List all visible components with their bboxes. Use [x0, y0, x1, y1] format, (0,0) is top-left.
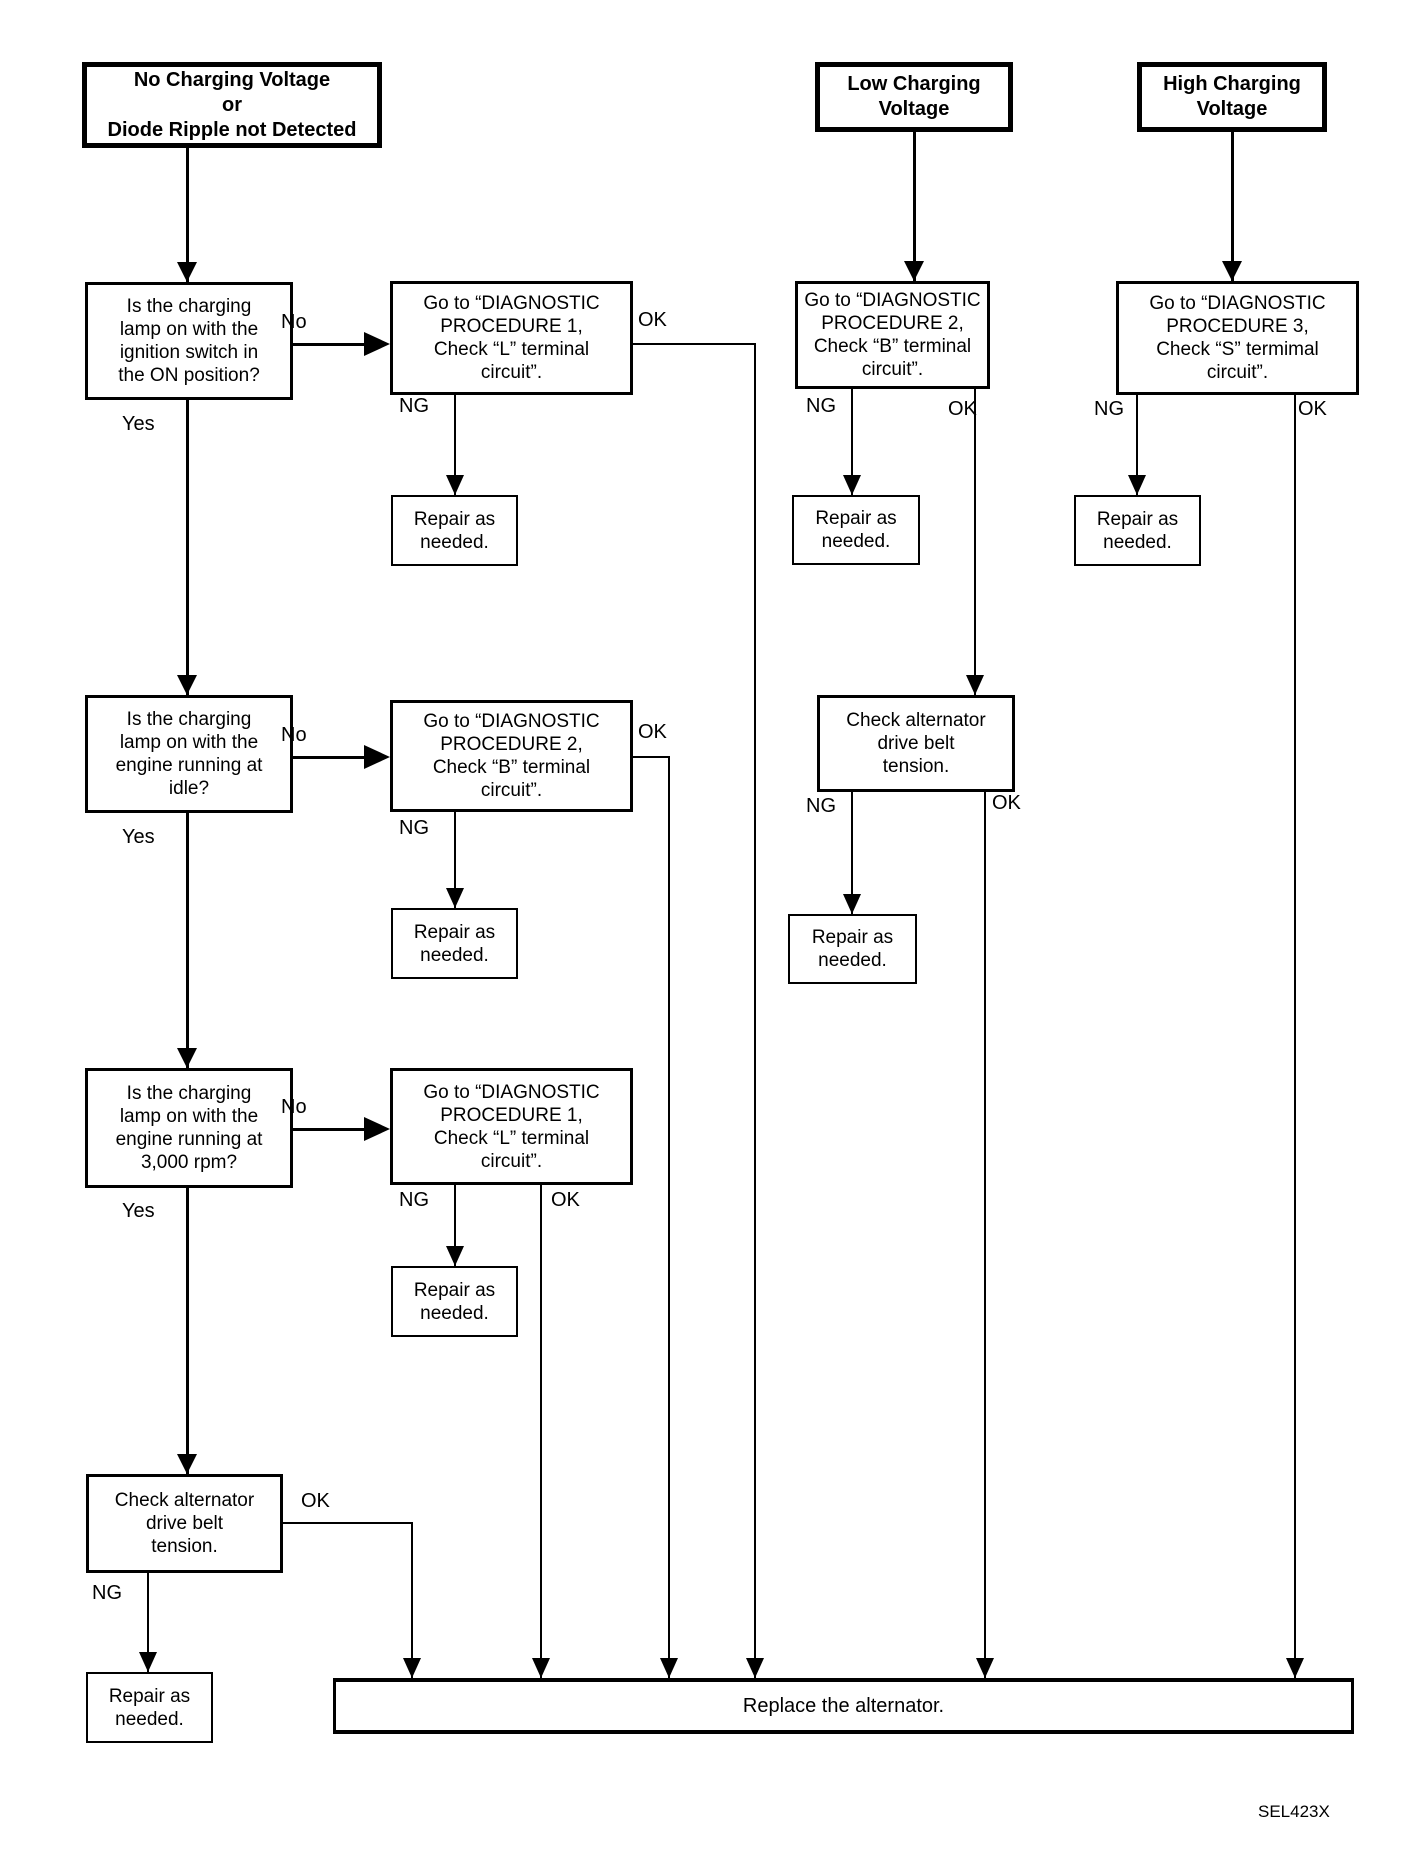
label-ok-proc3: OK [1298, 398, 1327, 420]
arrowhead-into-proc2-mid [904, 261, 924, 281]
repair-as-needed-box-mid-lower: Repair as needed. [788, 914, 917, 984]
repair-as-needed-box-left: Repair as needed. [86, 1672, 213, 1743]
connector-belt-left-ok-v [411, 1522, 413, 1678]
arrowhead-bus-from-belt-left-ok [403, 1658, 421, 1678]
arrowhead-bus-from-row1-ok [746, 1658, 764, 1678]
connector-proc2mid-ng [851, 389, 853, 495]
label-ng-row1: NG [399, 395, 429, 417]
arrowhead-bus-from-belt-mid-ok [976, 1658, 994, 1678]
arrowhead-into-repair-row2 [446, 888, 464, 908]
arrowhead-bus-from-row3-ok [532, 1658, 550, 1678]
label-ng-row2: NG [399, 817, 429, 839]
arrowhead-into-repair-right [1128, 475, 1146, 495]
header-high-charging-voltage: High Charging Voltage [1137, 62, 1327, 132]
question-engine-idle-box: Is the charging lamp on with the engine … [85, 695, 293, 813]
label-ok-row3: OK [551, 1189, 580, 1211]
label-yes-row3: Yes [122, 1200, 155, 1222]
label-ng-proc3: NG [1094, 398, 1124, 420]
arrowhead-into-q2 [177, 675, 197, 695]
connector-proc1r3-ng [454, 1185, 456, 1266]
procedure3-box-high-column: Go to “DIAGNOSTIC PROCEDURE 3, Check “S”… [1116, 281, 1359, 395]
procedure1-box-row1: Go to “DIAGNOSTIC PROCEDURE 1, Check “L”… [390, 281, 633, 395]
connector-belt-mid-ok-v [984, 792, 986, 1678]
procedure1-box-row3: Go to “DIAGNOSTIC PROCEDURE 1, Check “L”… [390, 1068, 633, 1185]
connector-hdr-low-to-proc2 [913, 132, 916, 281]
connector-proc2r2-ok-v [668, 756, 670, 1678]
question-ignition-on-box: Is the charging lamp on with the ignitio… [85, 282, 293, 400]
header-no-charging-voltage: No Charging Voltage or Diode Ripple not … [82, 62, 382, 148]
label-ok-row2: OK [638, 721, 667, 743]
label-ok-belt-left: OK [301, 1490, 330, 1512]
label-yes-row2: Yes [122, 826, 155, 848]
connector-proc3-ng [1136, 395, 1138, 495]
arrowhead-into-proc3 [1222, 261, 1242, 281]
arrowhead-bus-from-row2-ok [660, 1658, 678, 1678]
procedure2-box-row2: Go to “DIAGNOSTIC PROCEDURE 2, Check “B”… [390, 700, 633, 812]
label-ok-proc2-mid: OK [948, 398, 977, 420]
arrowhead-bus-from-proc3-ok [1286, 1658, 1304, 1678]
arrowhead-into-belt-left [177, 1454, 197, 1474]
connector-hdr-high-to-proc3 [1231, 132, 1234, 281]
figure-ref-code: SEL423X [1258, 1802, 1330, 1821]
connector-belt-left-ng [147, 1573, 149, 1672]
check-belt-tension-box-mid: Check alternator drive belt tension. [817, 695, 1015, 792]
connector-q3-yes-to-belt-left [186, 1188, 189, 1474]
label-no-row3: No [281, 1096, 307, 1118]
arrowhead-into-proc1-row3 [364, 1117, 390, 1141]
connector-belt-mid-ng [851, 792, 853, 914]
procedure2-box-low-column: Go to “DIAGNOSTIC PROCEDURE 2, Check “B”… [795, 281, 990, 389]
arrowhead-into-belt-mid [966, 675, 984, 695]
repair-as-needed-box-row1: Repair as needed. [391, 495, 518, 566]
connector-proc2mid-ok [974, 389, 976, 695]
connector-proc3-ok-v [1294, 395, 1296, 1678]
label-ok-row1: OK [638, 309, 667, 331]
label-ok-belt-mid: OK [992, 792, 1021, 814]
connector-q1-yes-to-q2 [186, 400, 189, 695]
label-no-row2: No [281, 724, 307, 746]
connector-q2-no [293, 756, 364, 759]
repair-as-needed-box-mid-upper: Repair as needed. [792, 495, 920, 565]
connector-q3-no [293, 1128, 364, 1131]
arrowhead-into-proc2-row2 [364, 745, 390, 769]
label-ng-belt-mid: NG [806, 795, 836, 817]
arrowhead-into-repair-mid-upper [843, 475, 861, 495]
arrowhead-into-proc1-row1 [364, 332, 390, 356]
arrowhead-into-q3 [177, 1048, 197, 1068]
connector-proc2r2-ok-h [633, 756, 670, 758]
connector-q1-no [293, 343, 364, 346]
repair-as-needed-box-row2: Repair as needed. [391, 908, 518, 979]
arrowhead-into-repair-row3 [446, 1246, 464, 1266]
connector-proc1r1-ok-h [633, 343, 756, 345]
arrowhead-into-repair-row1 [446, 475, 464, 495]
label-ng-belt-left: NG [92, 1582, 122, 1604]
arrowhead-into-q1 [177, 262, 197, 282]
label-no-row1: No [281, 311, 307, 333]
connector-hdr1-to-q1 [186, 148, 189, 282]
label-ng-proc2-mid: NG [806, 395, 836, 417]
question-engine-3000rpm-box: Is the charging lamp on with the engine … [85, 1068, 293, 1188]
repair-as-needed-box-row3: Repair as needed. [391, 1266, 518, 1337]
arrowhead-into-repair-mid-lower [843, 894, 861, 914]
connector-proc1r3-ok-v [540, 1185, 542, 1678]
connector-proc2r2-ng [454, 812, 456, 908]
label-ng-row3: NG [399, 1189, 429, 1211]
connector-proc1r1-ng [454, 395, 456, 495]
connector-belt-left-ok-h [283, 1522, 413, 1524]
arrowhead-into-repair-left [139, 1652, 157, 1672]
header-low-charging-voltage: Low Charging Voltage [815, 62, 1013, 132]
connector-proc1r1-ok-v [754, 343, 756, 1678]
replace-alternator-bus: Replace the alternator. [333, 1678, 1354, 1734]
check-belt-tension-box-left: Check alternator drive belt tension. [86, 1474, 283, 1573]
label-yes-row1: Yes [122, 413, 155, 435]
connector-q2-yes-to-q3 [186, 813, 189, 1068]
repair-as-needed-box-right: Repair as needed. [1074, 495, 1201, 566]
